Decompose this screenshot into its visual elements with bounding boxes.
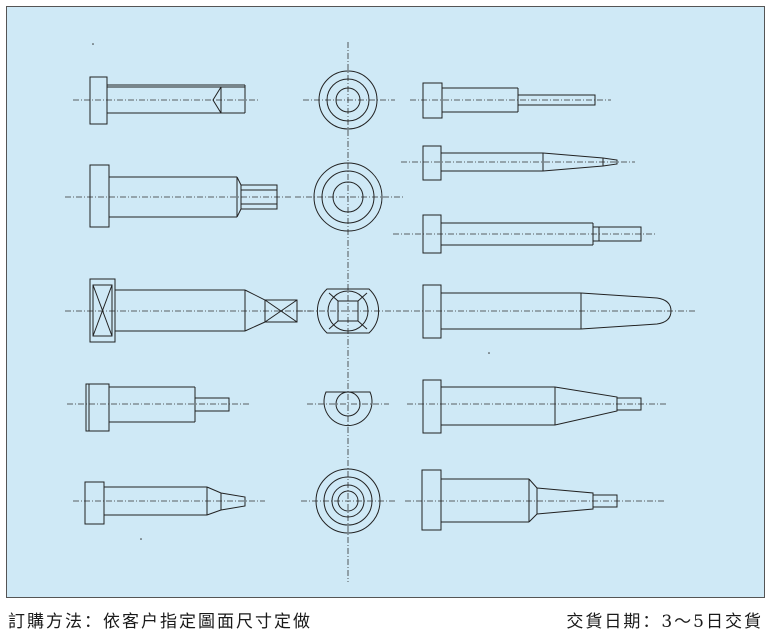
pin-needle: [401, 145, 635, 181]
end-view-round-large: [295, 162, 403, 232]
drawing-panel: [6, 6, 765, 598]
pin-thin-tip: [410, 82, 611, 119]
end-view-flat: [307, 391, 389, 427]
end-view-round-double: [301, 468, 395, 534]
punch-square-head: [65, 278, 311, 343]
stray-dot: [488, 352, 490, 354]
pin-thick-head: [67, 383, 251, 432]
pin-multi-step: [405, 469, 665, 531]
punch-cone-tip: [73, 76, 259, 125]
punch-tapered: [73, 481, 265, 525]
delivery-date-text: 交貨日期：3～5日交貨: [566, 612, 763, 632]
end-view-round: [303, 70, 395, 130]
pin-bullet: [403, 284, 697, 339]
pin-tapered-tip: [407, 379, 667, 434]
stray-dot: [92, 43, 94, 45]
end-view-square: [297, 288, 401, 334]
technical-drawing: [65, 42, 697, 582]
pin-stepped-small: [393, 214, 657, 254]
punch-stepped: [65, 164, 293, 228]
stray-dot: [140, 538, 142, 540]
order-method-text: 訂購方法：依客户指定圖面尺寸定做: [8, 612, 312, 632]
